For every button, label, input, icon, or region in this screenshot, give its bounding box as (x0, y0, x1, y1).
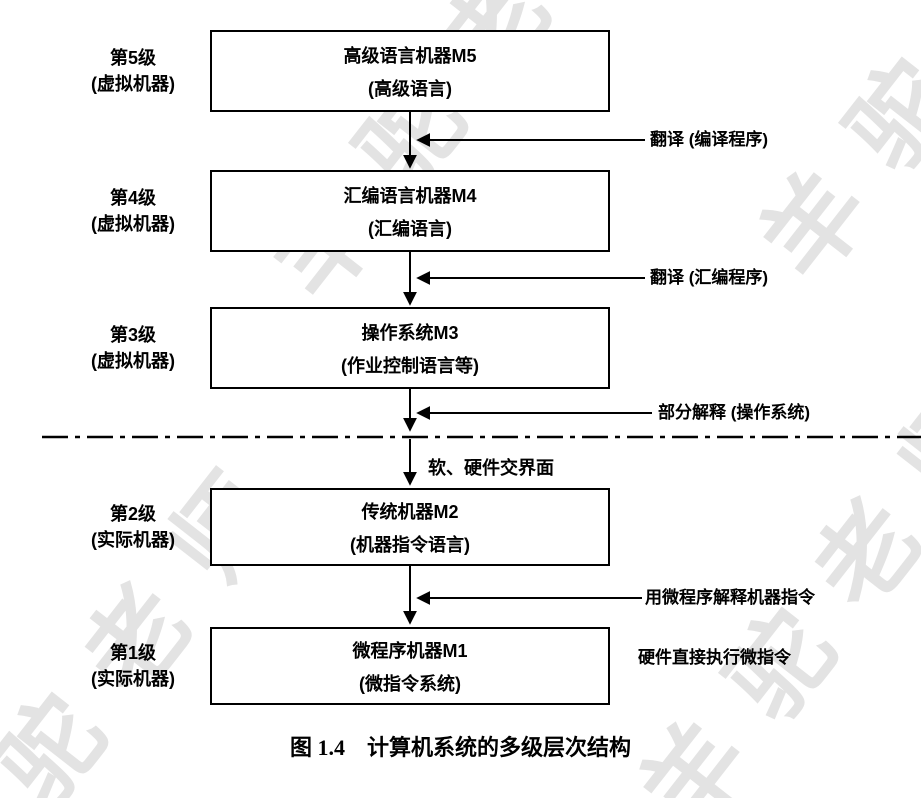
level-number: 第1级 (109, 643, 156, 663)
level-number: 第3级 (109, 325, 156, 345)
box-title: 高级语言机器M5 (343, 45, 477, 66)
annotation-microprogram-interpretation: 用微程序解释机器指令 (645, 588, 815, 607)
annotation-sw-hw-interface: 软、硬件交界面 (428, 458, 554, 478)
box-subtitle: (作业控制语言等) (341, 355, 479, 376)
box-subtitle: (微指令系统) (359, 673, 461, 694)
box-subtitle: (汇编语言) (368, 218, 452, 239)
box-m2: 传统机器M2 (机器指令语言) (210, 488, 610, 566)
level-number: 第5级 (109, 48, 156, 68)
level-label-1: 第1级 (实际机器) (48, 640, 218, 692)
box-subtitle: (高级语言) (368, 78, 452, 99)
box-subtitle: (机器指令语言) (350, 534, 470, 555)
level-label-2: 第2级 (实际机器) (48, 501, 218, 553)
level-number: 第4级 (109, 188, 156, 208)
annotation-hardware-direct-execution: 硬件直接执行微指令 (638, 648, 791, 667)
level-kind: (实际机器) (91, 530, 175, 550)
box-title: 汇编语言机器M4 (343, 185, 477, 206)
box-m1: 微程序机器M1 (微指令系统) (210, 627, 610, 705)
level-kind: (实际机器) (91, 669, 175, 689)
level-number: 第2级 (109, 504, 156, 524)
level-label-3: 第3级 (虚拟机器) (48, 322, 218, 374)
level-kind: (虚拟机器) (91, 214, 175, 234)
figure-caption: 图 1.4 计算机系统的多级层次结构 (289, 735, 631, 760)
box-title: 操作系统M3 (361, 322, 459, 343)
level-kind: (虚拟机器) (91, 351, 175, 371)
annotation-partial-interpretation: 部分解释 (操作系统) (658, 403, 811, 422)
level-label-4: 第4级 (虚拟机器) (48, 185, 218, 237)
box-title: 微程序机器M1 (352, 640, 468, 661)
level-kind: (虚拟机器) (91, 74, 175, 94)
box-m3: 操作系统M3 (作业控制语言等) (210, 307, 610, 389)
annotation-translate-compiler: 翻译 (编译程序) (650, 130, 769, 149)
box-m5: 高级语言机器M5 (高级语言) (210, 30, 610, 112)
annotation-translate-assembler: 翻译 (汇编程序) (650, 268, 769, 287)
level-label-5: 第5级 (虚拟机器) (48, 45, 218, 97)
box-title: 传统机器M2 (361, 501, 459, 522)
box-m4: 汇编语言机器M4 (汇编语言) (210, 170, 610, 252)
